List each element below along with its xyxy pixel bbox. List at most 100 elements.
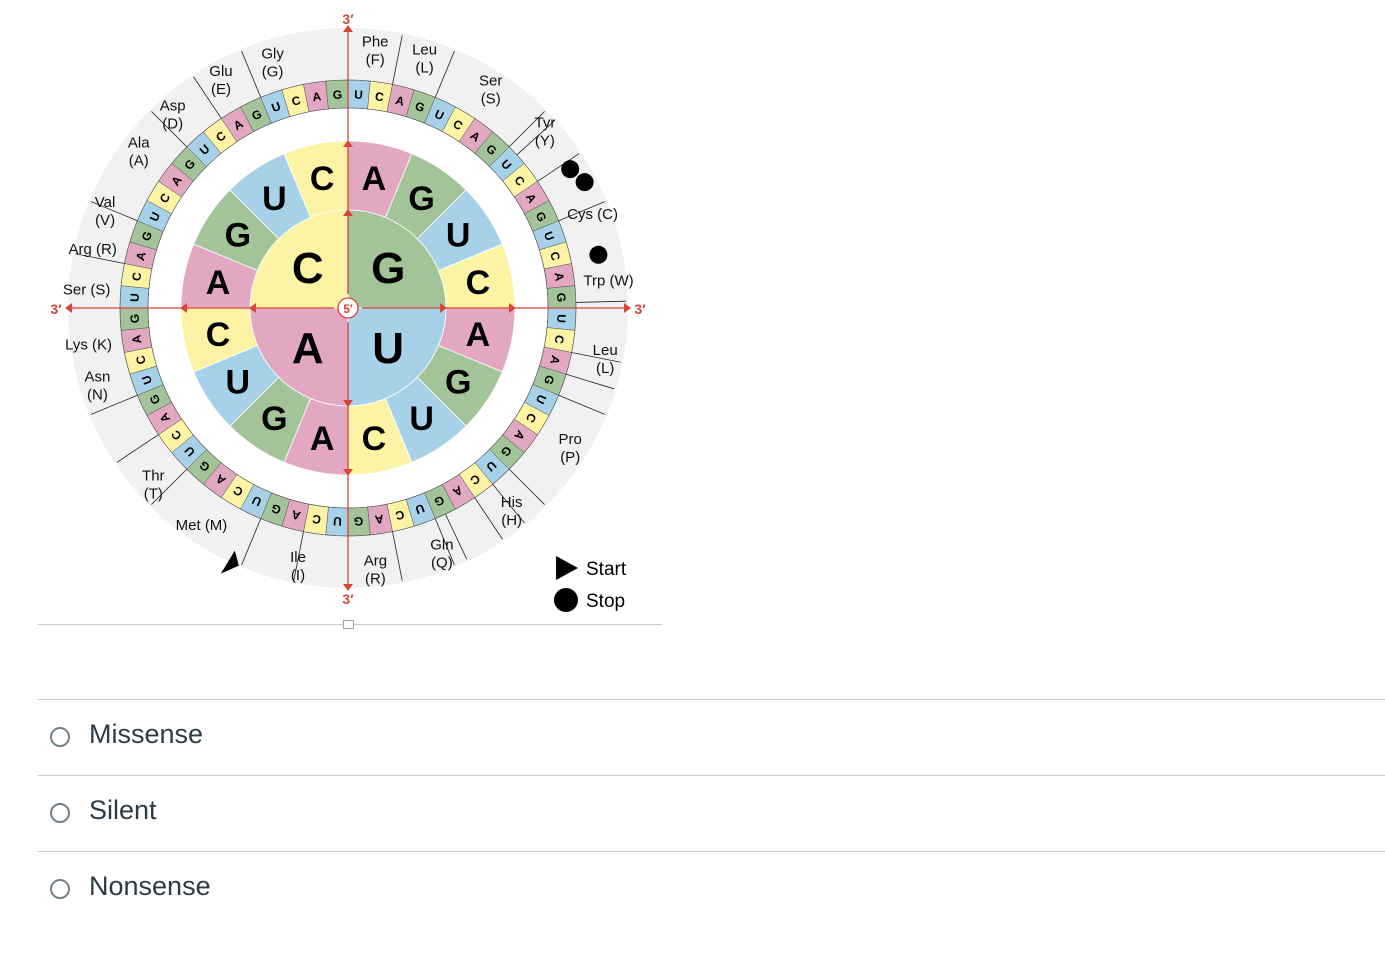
second-base-letter: G: [445, 364, 471, 402]
third-base-letter: C: [374, 89, 385, 104]
amino-acid-name: Tyr: [535, 115, 556, 132]
amino-acid-code: (S): [481, 90, 501, 107]
arrow-head-icon: [249, 303, 256, 313]
options-top-divider: [38, 699, 1385, 700]
amino-acid-name: Asp: [160, 97, 186, 114]
option-missense[interactable]: Missense: [38, 700, 1385, 776]
stop-legend-icon: [554, 588, 578, 612]
amino-acid-code: (F): [366, 51, 385, 68]
divider-line: [151, 111, 188, 148]
axis-arrows: 5′3′3′3′3′: [50, 11, 646, 607]
second-base-letter: U: [262, 180, 287, 218]
amino-acid-name: Ser: [479, 72, 502, 89]
third-base-letter: G: [128, 313, 142, 323]
amino-acid-code: (D): [162, 115, 183, 132]
third-base-letter: A: [129, 334, 144, 345]
third-base-letter: G: [554, 293, 568, 303]
amino-acid-name: Ala: [128, 134, 150, 151]
divider-line: [193, 76, 222, 119]
divider-line: [508, 111, 545, 148]
third-base-letter: C: [547, 250, 563, 262]
amino-acid-code: (N): [87, 387, 108, 404]
amino-acid-name: Gln: [430, 537, 453, 554]
third-base-letter: G: [139, 229, 155, 243]
divider-line: [537, 153, 580, 182]
option-silent[interactable]: Silent: [38, 776, 1385, 852]
divider-line: [508, 468, 545, 505]
third-base-letter: C: [311, 512, 322, 527]
amino-acid-name: Ile: [290, 549, 306, 566]
radio-icon[interactable]: [50, 879, 70, 899]
divider-line: [293, 531, 304, 581]
divider-line: [571, 352, 621, 363]
center-circle: [337, 297, 359, 319]
amino-acid-code: (P): [560, 449, 580, 466]
second-base-letter: C: [466, 264, 491, 302]
amino-acid-name: Thr: [142, 467, 165, 484]
third-base-letter: A: [394, 93, 406, 109]
amino-acid-name: Asn: [85, 369, 111, 386]
three-prime-label: 3′: [50, 301, 62, 317]
divider-line: [91, 394, 138, 415]
divider-line: [445, 513, 468, 560]
arrow-head-icon: [624, 303, 631, 313]
arrow-head-icon: [440, 303, 447, 313]
amino-acid-code: (I): [291, 567, 305, 584]
legend: Start Stop: [554, 556, 627, 612]
third-base-letter: G: [353, 514, 363, 528]
amino-acid-name: Arg: [364, 553, 387, 570]
second-base-letter: U: [446, 216, 471, 254]
second-base-letter: C: [362, 420, 387, 458]
divider-line: [392, 35, 403, 85]
divider-line: [474, 497, 503, 540]
amino-acid-name: Val: [95, 194, 116, 211]
divider-line: [566, 373, 615, 390]
amino-acid-code: (V): [95, 212, 115, 229]
divider-line: [516, 120, 555, 156]
second-base-letter: C: [206, 316, 231, 354]
option-nonsense[interactable]: Nonsense: [38, 852, 1385, 928]
divider-line: [91, 201, 138, 222]
option-label: Nonsense: [89, 871, 211, 901]
amino-acid-label: Met (M): [176, 517, 228, 534]
amino-acid-label: Arg (R): [69, 241, 117, 258]
amino-acid-label: Lys (K): [65, 336, 112, 353]
arrow-head-icon: [180, 303, 187, 313]
third-base-letter: G: [413, 99, 427, 115]
radio-icon[interactable]: [50, 803, 70, 823]
third-base-letter: G: [541, 373, 557, 387]
stop-codon-marker: [561, 160, 580, 179]
amino-acid-name: Pro: [559, 431, 582, 448]
start-stop-markers: [220, 160, 608, 574]
divider-line: [558, 394, 605, 415]
arrow-head-icon: [343, 25, 353, 32]
amino-acid-code: (Y): [535, 133, 555, 150]
third-base-letter: U: [128, 293, 142, 302]
second-base-letter: A: [206, 264, 231, 302]
amino-acid-dividers: [70, 30, 626, 586]
three-prime-label: 3′: [342, 11, 354, 27]
amino-acid-label: Trp (W): [583, 273, 633, 290]
resize-handle-icon[interactable]: [343, 620, 354, 629]
start-legend-icon: [556, 556, 578, 580]
amino-acid-code: (T): [144, 485, 163, 502]
third-base-letter: U: [333, 514, 342, 528]
second-base-letter: A: [310, 420, 335, 458]
third-base-letter: C: [129, 271, 144, 282]
divider-line: [434, 51, 455, 98]
radio-icon[interactable]: [50, 727, 70, 747]
amino-acid-code: (L): [415, 59, 433, 76]
stop-codon-marker: [589, 245, 608, 264]
first-base-letter: G: [371, 244, 405, 293]
stop-legend-label: Stop: [586, 591, 625, 612]
five-prime-label: 5′: [343, 302, 353, 316]
third-base-letter: G: [333, 88, 343, 102]
arrow-head-icon: [343, 209, 353, 216]
amino-acid-code: (R): [365, 571, 386, 588]
arrow-head-icon: [343, 400, 353, 407]
divider-line: [434, 518, 455, 565]
option-label: Missense: [89, 719, 204, 749]
